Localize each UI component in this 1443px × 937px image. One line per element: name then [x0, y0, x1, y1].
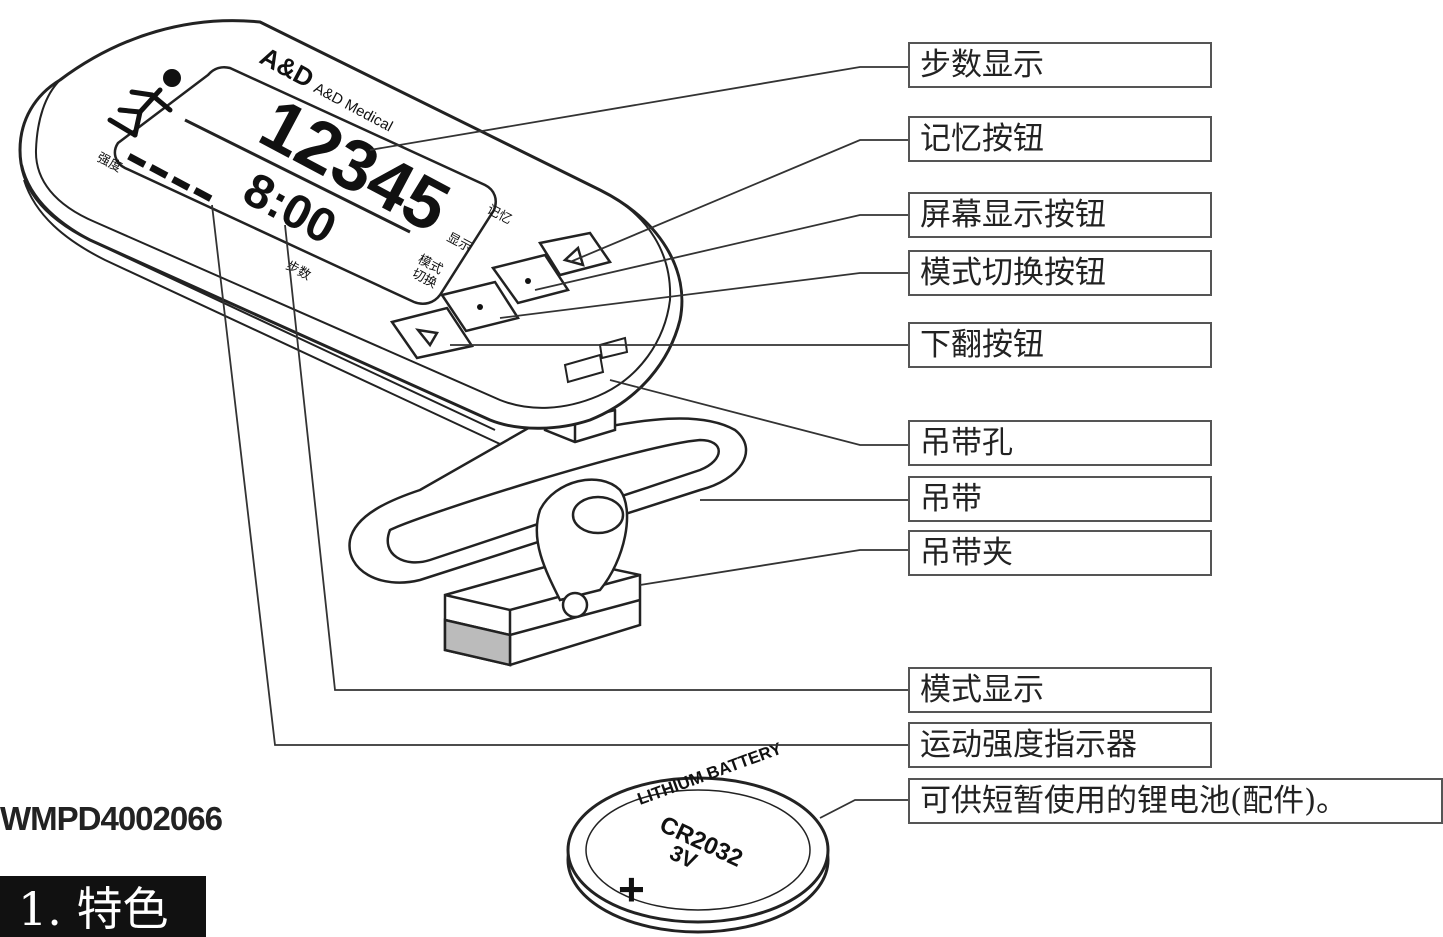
down-triangle-icon [415, 328, 440, 348]
label-memory-button: 记忆按钮 [908, 116, 1212, 162]
leader-line-strap-hole [609, 379, 908, 446]
battery-plus-icon: + [618, 863, 645, 915]
leader-line-mode-switch [499, 272, 908, 319]
leader-line-intensity [211, 204, 908, 746]
section-heading: 1. 特色 [0, 876, 206, 937]
label-step-display: 步数显示 [908, 42, 1212, 88]
dot-icon [477, 304, 483, 310]
up-triangle-icon [562, 245, 585, 267]
leader-line-step-display [369, 66, 908, 151]
leader-lines [211, 66, 908, 819]
strap-clip [443, 478, 642, 667]
label-strap-clip: 吊带夹 [908, 530, 1212, 576]
document-code: WMPD4002066 [0, 800, 223, 837]
strap-hole [563, 336, 629, 384]
leader-line-battery [819, 799, 908, 819]
label-mode-display: 模式显示 [908, 667, 1212, 713]
dot-icon [525, 278, 531, 284]
label-strap: 吊带 [908, 476, 1212, 522]
section-title: 特色 [76, 882, 169, 936]
intensity-indicator-bars [127, 153, 213, 202]
pedometer-body [18, 19, 684, 445]
section-prefix: 1. [18, 882, 62, 936]
label-scroll-down-button: 下翻按钮 [908, 322, 1212, 368]
label-battery: 可供短暂使用的锂电池(配件)。 [908, 778, 1443, 824]
label-screen-display-button: 屏幕显示按钮 [908, 192, 1212, 238]
leader-line-strap-clip [639, 549, 908, 586]
screen-display-button[interactable] [490, 253, 571, 305]
device-buttons [389, 231, 613, 360]
lithium-battery [566, 776, 830, 934]
label-intensity-indicator: 运动强度指示器 [908, 722, 1212, 768]
memory-button[interactable] [537, 231, 613, 277]
runner-icon [107, 69, 181, 138]
leader-line-mode-display [284, 224, 908, 691]
label-mode-switch-button: 模式切换按钮 [908, 250, 1212, 296]
leader-line-screen-display [534, 214, 908, 291]
mode-switch-button[interactable] [439, 280, 520, 333]
label-strap-hole: 吊带孔 [908, 420, 1212, 466]
leader-line-memory [569, 139, 908, 263]
